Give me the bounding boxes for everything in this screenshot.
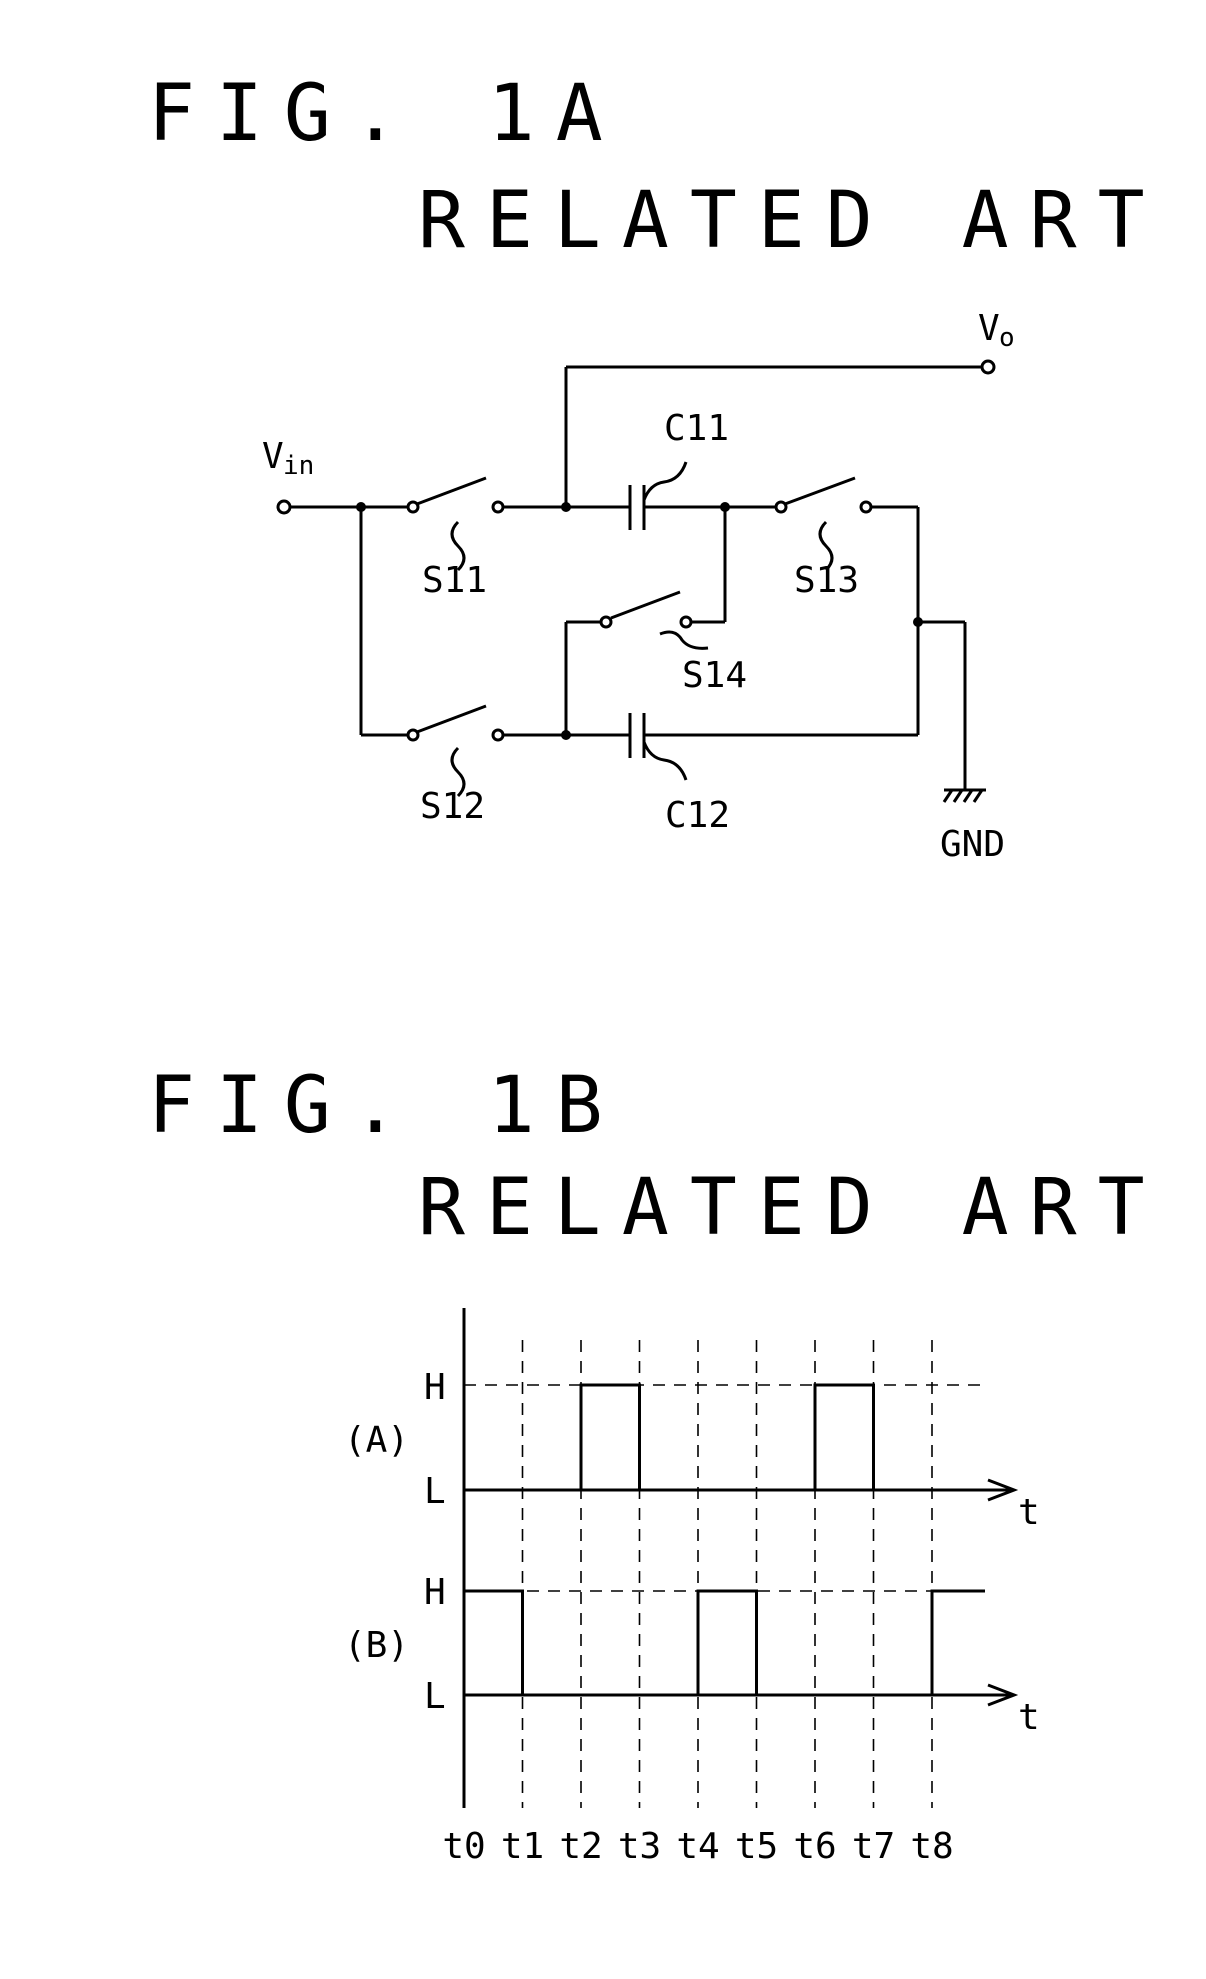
fig-1b-subtitle: RELATED ART [418,1163,1166,1253]
tick-label-t5: t5 [735,1826,778,1867]
timing-diagram: (A) H L t (B) H L t t0 t1 t2 t3 t4 t5 t6 t7 t8 [344,1308,1040,1867]
tick-label-t0: t0 [442,1826,485,1867]
c11-leader [644,462,686,500]
row-a-high-label: H [424,1367,446,1408]
vin-label: V [262,436,284,477]
s11-right-contact [493,502,503,512]
s14-blade [611,592,680,618]
s14-left-contact [601,617,611,627]
s12-right-contact [493,730,503,740]
c12-label: C12 [665,795,730,836]
s12-blade [417,706,486,732]
tick-label-t8: t8 [910,1826,953,1867]
s11-blade [417,478,486,504]
s12-label: S12 [420,786,485,827]
vo-terminal [982,361,994,373]
row-b-low-label: L [424,1676,446,1717]
c11-label: C11 [664,408,729,449]
tick-label-t4: t4 [676,1826,719,1867]
signal-b-waveform [464,1591,985,1695]
s14-label: S14 [682,655,747,696]
s14-right-contact [681,617,691,627]
row-b-high-label: H [424,1572,446,1613]
fig-1a-subtitle: RELATED ART [418,176,1166,266]
s13-blade [785,478,855,504]
level-dashed-lines [464,1385,985,1591]
c12-leader [644,742,686,780]
time-tick-labels: t0 t1 t2 t3 t4 t5 t6 t7 t8 [442,1826,953,1867]
tick-label-t2: t2 [559,1826,602,1867]
row-a-axis-label: t [1018,1492,1040,1533]
vin-subscript: in [283,451,314,481]
tick-label-t6: t6 [793,1826,836,1867]
signal-a-waveform [581,1385,874,1490]
c12-junction [561,730,571,740]
fig-1b-title: FIG. 1B [148,1061,624,1151]
vo-label: V [978,308,1000,349]
gnd-label: GND [940,824,1005,865]
s11-label: S11 [422,560,487,601]
vin-terminal [278,501,290,513]
tick-label-t7: t7 [852,1826,895,1867]
s14-leader [660,632,708,648]
row-a-low-label: L [424,1471,446,1512]
row-b-label: (B) [344,1625,409,1666]
row-a-label: (A) [344,1420,409,1461]
s11-left-contact [408,502,418,512]
s13-right-contact [861,502,871,512]
s13-left-contact [776,502,786,512]
vo-subscript: o [999,323,1015,353]
s13-label: S13 [794,560,859,601]
switched-capacitor-circuit: V in V o C11 S11 S13 S14 S12 C12 GND [262,308,1015,865]
row-b-axis-label: t [1018,1697,1040,1738]
tick-label-t1: t1 [501,1826,544,1867]
s12-left-contact [408,730,418,740]
fig-1a-title: FIG. 1A [148,69,624,159]
tick-label-t3: t3 [618,1826,661,1867]
time-gridlines [523,1340,933,1808]
